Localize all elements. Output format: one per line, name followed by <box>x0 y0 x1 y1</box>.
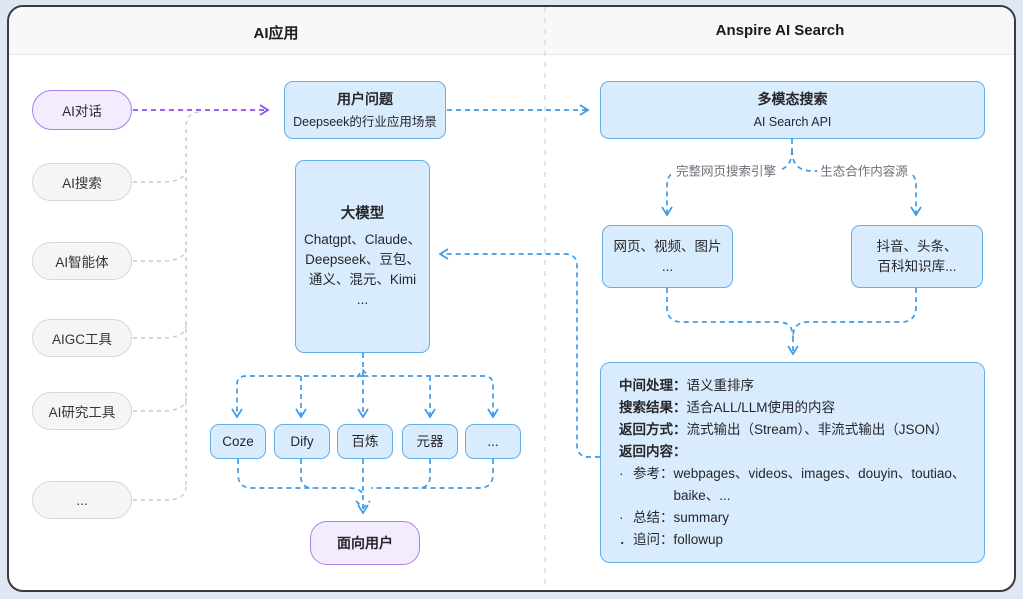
connector-ai-research <box>133 397 187 412</box>
merge-dify-down <box>300 459 314 489</box>
connector-ai-agent <box>133 247 187 262</box>
result-row-processing: 中间处理：语义重排序 <box>619 378 754 393</box>
node-dify: Dify <box>274 424 330 459</box>
arrow-llm-to-coze <box>231 375 363 419</box>
connector-pills-trunk <box>185 111 202 485</box>
node-web-sources: 网页、视频、图片 ... <box>602 225 733 288</box>
arrow-llm-to-more <box>363 375 499 419</box>
result-bullet-followup: ． 追问： followup <box>619 532 724 547</box>
arrow-result-to-llm <box>438 248 600 458</box>
chevron-down-to-user <box>355 500 371 510</box>
gray-connectors <box>133 111 202 501</box>
node-coze: Coze <box>210 424 266 459</box>
connector-more-apps <box>133 485 187 501</box>
result-row-return-mode: 返回方式：流式输出（Stream）、非流式输出（JSON） <box>619 422 949 437</box>
chevron-up-to-llm <box>356 368 370 378</box>
merge-more-down <box>371 459 494 489</box>
node-bailian: 百炼 <box>337 424 393 459</box>
node-eco-sources: 抖音、头条、 百科知识库... <box>851 225 983 288</box>
pill-ai-agent: AI智能体 <box>32 242 132 280</box>
merge-web-to-result <box>666 288 794 338</box>
pill-ai-chat: AI对话 <box>32 90 132 130</box>
pill-aigc-tools: AIGC工具 <box>32 319 132 357</box>
label-web-search-engine: 完整网页搜索引擎 <box>672 159 780 181</box>
pill-ai-research-tools: AI研究工具 <box>32 392 132 430</box>
result-bullet-summary: · 总结： summary <box>619 510 730 525</box>
node-user-facing: 面向用户 <box>310 521 420 565</box>
pill-more-apps: ... <box>32 481 132 519</box>
pill-ai-search: AI搜索 <box>32 163 132 201</box>
merge-yuanqi-down <box>417 459 431 489</box>
label-eco-content-source: 生态合作内容源 <box>817 159 911 181</box>
node-more-platforms: ... <box>465 424 521 459</box>
header-band <box>9 7 1014 55</box>
section-title-ai-apps: AI应用 <box>253 25 299 42</box>
node-yuanqi: 元器 <box>402 424 458 459</box>
blue-connectors <box>231 104 922 515</box>
arrow-search-to-eco <box>791 149 922 217</box>
merge-eco-to-result <box>792 288 917 338</box>
section-title-anspire-search: Anspire AI Search <box>715 22 845 39</box>
node-multimodal-search: 多模态搜索 AI Search API <box>600 81 985 139</box>
node-llm: 大模型 Chatgpt、Claude、 Deepseek、豆包、 通义、混元、K… <box>295 160 430 353</box>
connector-ai-search <box>133 168 187 183</box>
result-row-return-content: 返回内容： <box>619 444 687 459</box>
result-row-search-result: 搜索结果：适合ALL/LLM使用的内容 <box>619 400 836 415</box>
connector-aigc-tools <box>133 324 187 339</box>
arrow-search-to-web <box>661 149 793 217</box>
result-bullet-reference: · 参考： webpages、videos、images、douyin、tout… <box>619 466 966 503</box>
node-user-question: 用户问题 Deepseek的行业应用场景 <box>284 81 446 139</box>
node-result-details: 中间处理：语义重排序 搜索结果：适合ALL/LLM使用的内容 返回方式：流式输出… <box>600 362 985 563</box>
merge-coze-down <box>237 459 364 498</box>
